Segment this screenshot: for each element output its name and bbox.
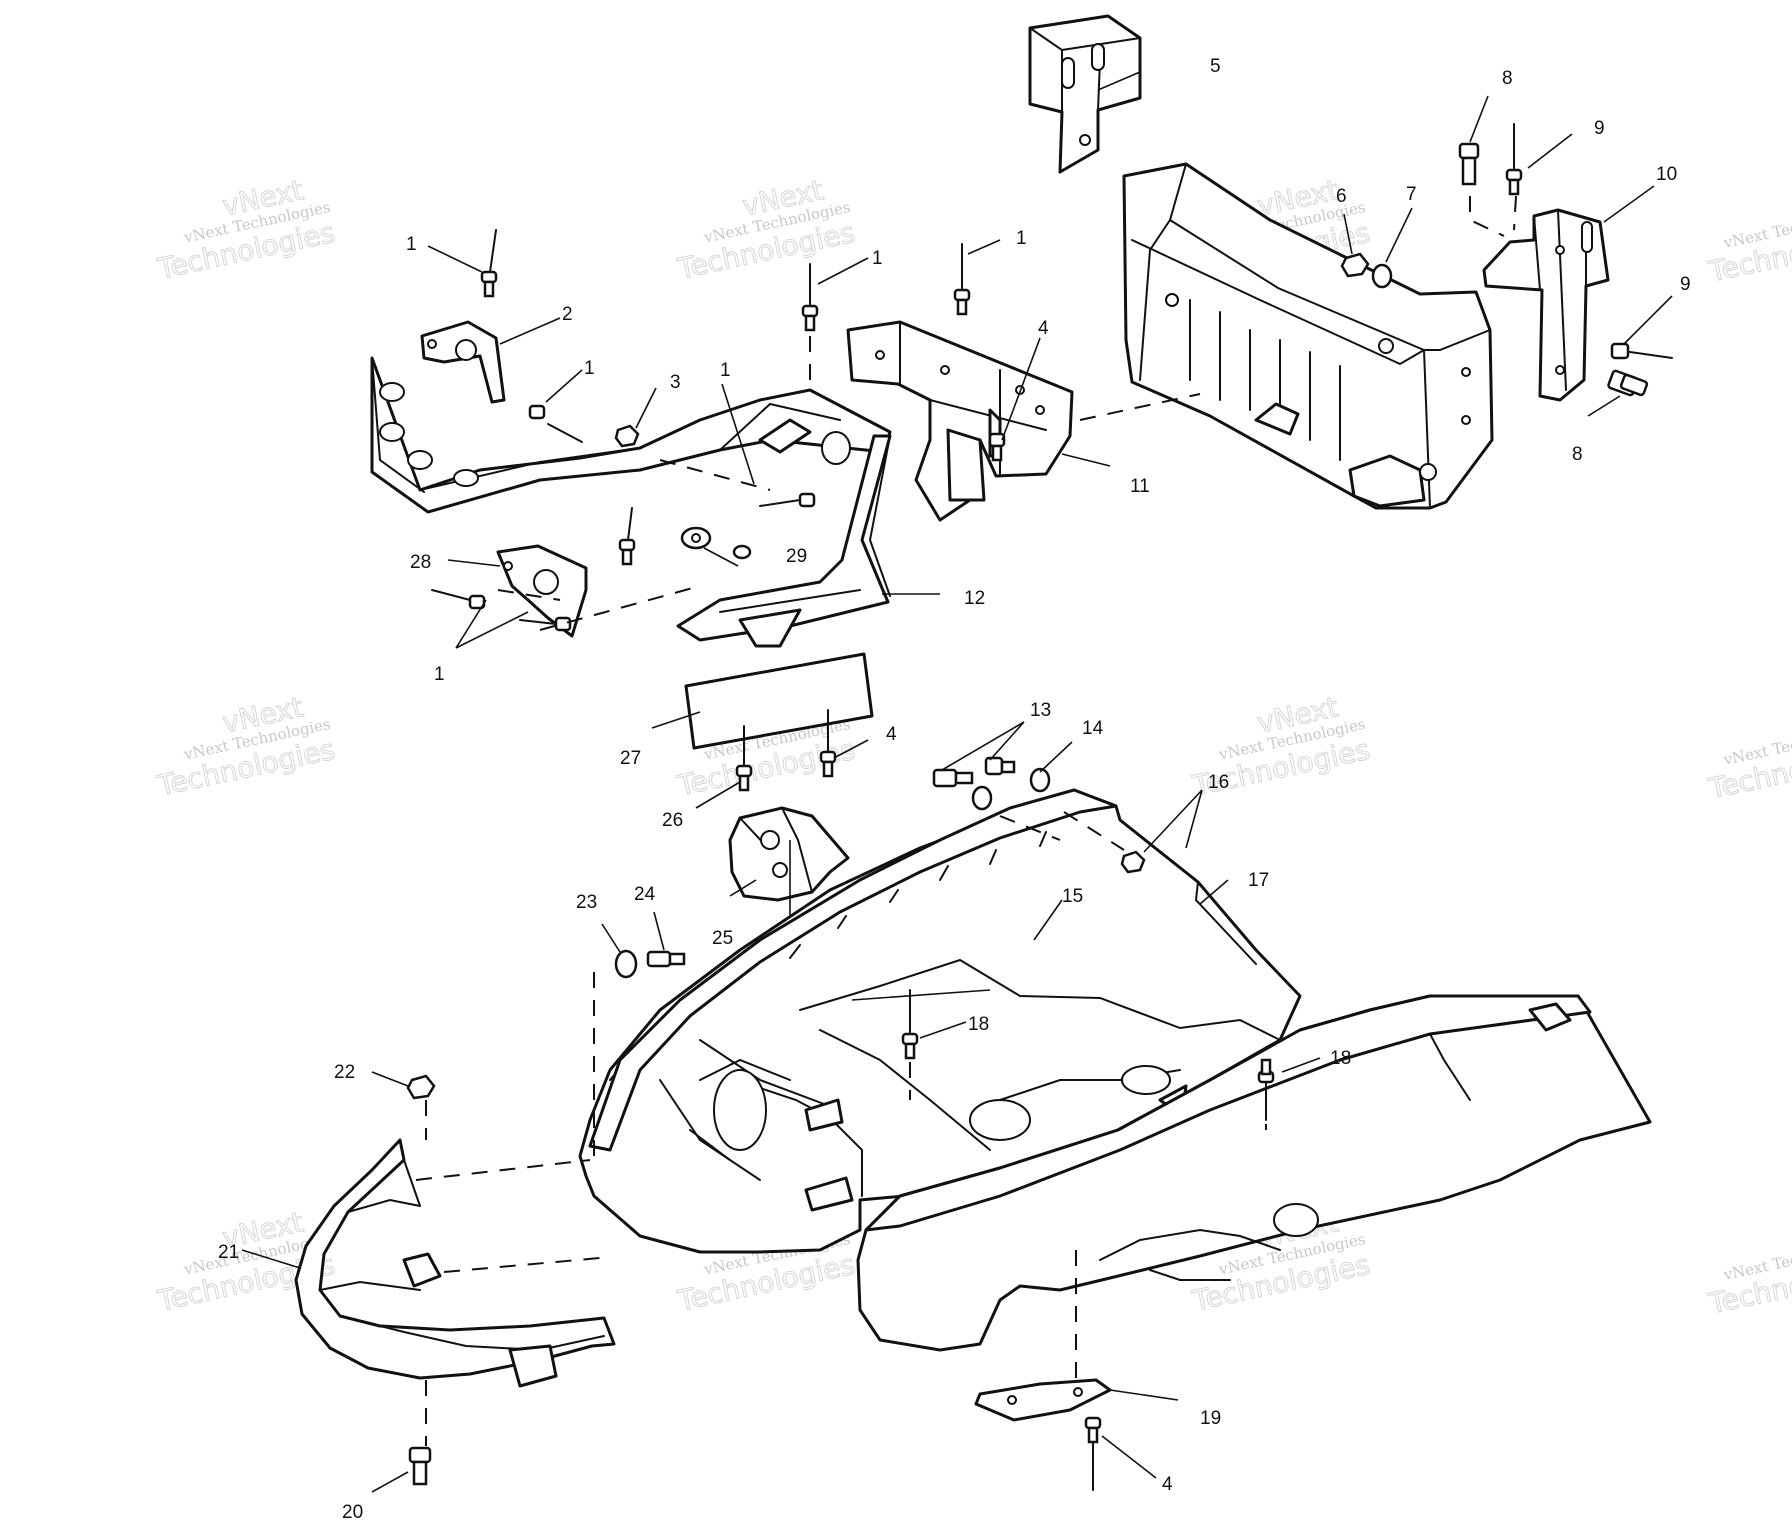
part-5-bracket (1028, 14, 1142, 174)
rivet-1 (618, 507, 636, 566)
callout-4: 4 (1162, 1474, 1173, 1495)
callout-21: 21 (218, 1242, 239, 1263)
bolt-13 (984, 756, 1016, 776)
callout-13: 13 (1030, 700, 1051, 721)
washer-7 (1371, 263, 1393, 289)
callout-18: 18 (1330, 1048, 1351, 1069)
washer-23 (614, 949, 638, 979)
rivet-18 (901, 989, 919, 1060)
part-28-bracket (496, 544, 588, 638)
washer-14 (971, 785, 993, 811)
nut-3 (614, 424, 640, 448)
part-frame-rail (370, 356, 892, 514)
part-2-bracket (420, 320, 506, 404)
bolt-8 (1458, 142, 1480, 186)
callout-10: 10 (1656, 164, 1677, 185)
rivet-9 (1505, 123, 1523, 196)
callout-4: 4 (886, 724, 897, 745)
part-25-mount (728, 806, 850, 1230)
callout-12: 12 (964, 588, 985, 609)
washer-29 (680, 526, 752, 560)
rivet-1 (953, 243, 971, 316)
nut-6 (1340, 252, 1370, 278)
watermark-partial: vNext Tec Techno (1705, 736, 1792, 807)
callout-19: 19 (1200, 1408, 1221, 1429)
bolt-20 (408, 1446, 432, 1486)
part-10-bracket (1482, 208, 1610, 402)
callout-17: 17 (1248, 870, 1269, 891)
callout-5: 5 (1210, 56, 1221, 77)
part-rear-crossmember (1122, 162, 1494, 510)
part-27-decal (684, 652, 874, 750)
callout-28: 28 (410, 552, 431, 573)
rivet-9 (1610, 342, 1673, 360)
part-19-plate (974, 1378, 1112, 1422)
assembly-lines (415, 195, 1517, 1446)
callout-9: 9 (1594, 118, 1605, 139)
washer-14 (1029, 767, 1051, 793)
callout-18: 18 (968, 1014, 989, 1035)
rivet-18 (1257, 1058, 1275, 1121)
callout-1: 1 (434, 664, 445, 685)
bolt-24 (646, 950, 686, 968)
part-12-rail (676, 434, 892, 648)
callouts: 1 2 1 3 1 1 1 4 11 5 6 7 8 8 9 9 10 12 2… (218, 56, 1691, 1523)
part-side-panel (856, 994, 1652, 1352)
callout-24: 24 (634, 884, 656, 905)
callout-9: 9 (1680, 274, 1691, 295)
watermark: vNext vNext Technologies Technologies (153, 690, 338, 803)
callout-20: 20 (342, 1502, 363, 1523)
rivet-1 (801, 263, 819, 332)
bolt-8 (1607, 369, 1649, 397)
callout-15: 15 (1062, 886, 1083, 907)
callout-22: 22 (334, 1062, 355, 1083)
callout-7: 7 (1406, 184, 1417, 205)
callout-4: 4 (1038, 318, 1049, 339)
fasteners (406, 123, 1673, 1491)
callout-1: 1 (584, 358, 595, 379)
callout-1: 1 (720, 360, 731, 381)
callout-29: 29 (786, 546, 807, 567)
callout-16: 16 (1208, 772, 1229, 793)
bolt-4 (988, 432, 1006, 462)
watermark: vNext vNext Technologies Technologies (673, 173, 858, 286)
rivet-1 (480, 229, 498, 298)
callout-23: 23 (576, 892, 597, 913)
part-21-bumper (294, 1138, 616, 1388)
callout-2: 2 (562, 304, 573, 325)
rivet-26 (735, 725, 753, 792)
rivet-1 (519, 616, 572, 632)
nut-16 (1120, 850, 1146, 874)
callout-3: 3 (670, 372, 681, 393)
watermark: vNext vNext Technologies Technologies (153, 173, 338, 286)
nut-22 (406, 1074, 436, 1100)
part-17-hull (578, 788, 1302, 1254)
bolt-13 (932, 768, 974, 788)
callout-25: 25 (712, 928, 733, 949)
rivet-4 (1084, 1416, 1102, 1491)
callout-8: 8 (1572, 444, 1583, 465)
rivet-1 (759, 492, 816, 508)
callout-11: 11 (1130, 476, 1150, 497)
part-11-bracket (846, 320, 1074, 522)
rivet-1 (528, 404, 583, 443)
callout-1: 1 (872, 248, 883, 269)
callout-8: 8 (1502, 68, 1513, 89)
watermark-partial: vNext Tec Techno (1705, 1251, 1792, 1322)
callout-27: 27 (620, 748, 641, 769)
callout-1: 1 (1016, 228, 1027, 249)
callout-6: 6 (1336, 186, 1347, 207)
watermark-partial: vNext Tec Techno (1705, 219, 1792, 290)
rivet-1 (431, 589, 486, 610)
leader-lines (241, 71, 1673, 1493)
callout-14: 14 (1082, 718, 1104, 739)
callout-26: 26 (662, 810, 683, 831)
callout-1: 1 (406, 234, 417, 255)
